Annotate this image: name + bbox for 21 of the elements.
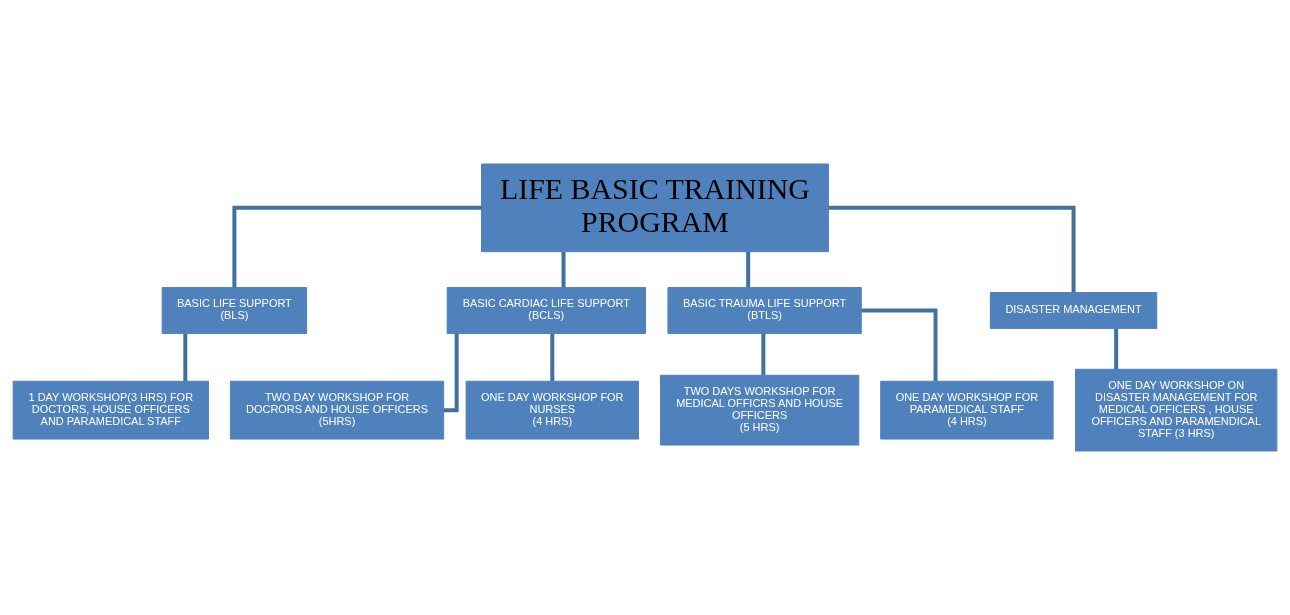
connector — [1114, 328, 1119, 370]
connector — [761, 333, 766, 376]
connector — [861, 308, 938, 382]
node-box: BASIC TRAUMA LIFE SUPPORT (BTLS) — [667, 287, 862, 334]
node-box: BASIC CARDIAC LIFE SUPPORT (BCLS) — [446, 287, 646, 334]
node-box: BASIC LIFE SUPPORT (BLS) — [161, 287, 308, 334]
node-box: DISASTER MANAGEMENT — [989, 292, 1158, 329]
connector — [550, 333, 555, 382]
connector — [183, 333, 188, 382]
node-box: ONE DAY WORKSHOP FOR NURSES (4 HRS) — [465, 380, 639, 440]
connector — [443, 333, 459, 413]
connector — [232, 205, 482, 288]
node-box: ONE DAY WORKSHOP FOR PARAMEDICAL STAFF (4 HRS) — [880, 380, 1054, 440]
node-box: TWO DAY WORKSHOP FOR DOCRORS AND HOUSE OFFICERS (5HRS) — [229, 380, 445, 440]
node-box: ONE DAY WORKSHOP ON DISASTER MANAGEMENT FOR MEDICAL OFFICERS , HOUSE OFFICERS AND PARAMENDICAL STAFF (3 HRS) — [1075, 368, 1278, 452]
connector — [828, 205, 1076, 293]
node-box: 1 DAY WORKSHOP(3 HRS) FOR DOCTORS, HOUSE OFFICERS AND PARAMEDICAL STAFF — [12, 380, 209, 440]
node-box: LIFE BASIC TRAINING PROGRAM — [481, 163, 829, 253]
node-box: TWO DAYS WORKSHOP FOR MEDICAL OFFICRS AND HOUSE OFFICERS (5 HRS) — [659, 374, 860, 446]
connector — [561, 251, 566, 288]
connector — [746, 251, 751, 288]
